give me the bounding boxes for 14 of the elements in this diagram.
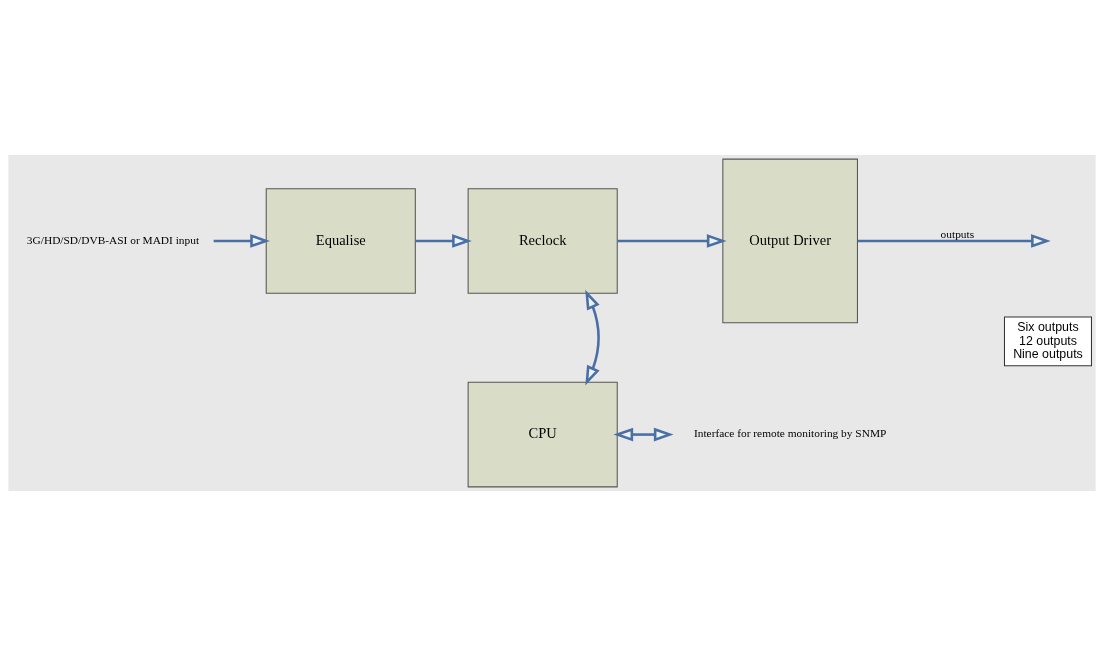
arrow bbox=[415, 234, 472, 248]
edge-label: outputs bbox=[940, 227, 975, 240]
arrow bbox=[617, 234, 727, 248]
node-box: Equalise bbox=[265, 188, 416, 294]
node-text: 3G/HD/SD/DVB-ASI or MADI input bbox=[26, 233, 200, 246]
node-box: Six outputs 12 outputs Nine outputs bbox=[1003, 316, 1092, 367]
arrow bbox=[613, 427, 674, 442]
node-box: Reclock bbox=[467, 188, 618, 294]
arrow bbox=[585, 289, 600, 386]
arrow bbox=[857, 234, 1051, 248]
node-box: Output Driver bbox=[722, 158, 858, 324]
node-box: CPU bbox=[467, 381, 618, 488]
node-text: Interface for remote monitoring by SNMP bbox=[693, 427, 887, 440]
arrow bbox=[213, 234, 270, 248]
